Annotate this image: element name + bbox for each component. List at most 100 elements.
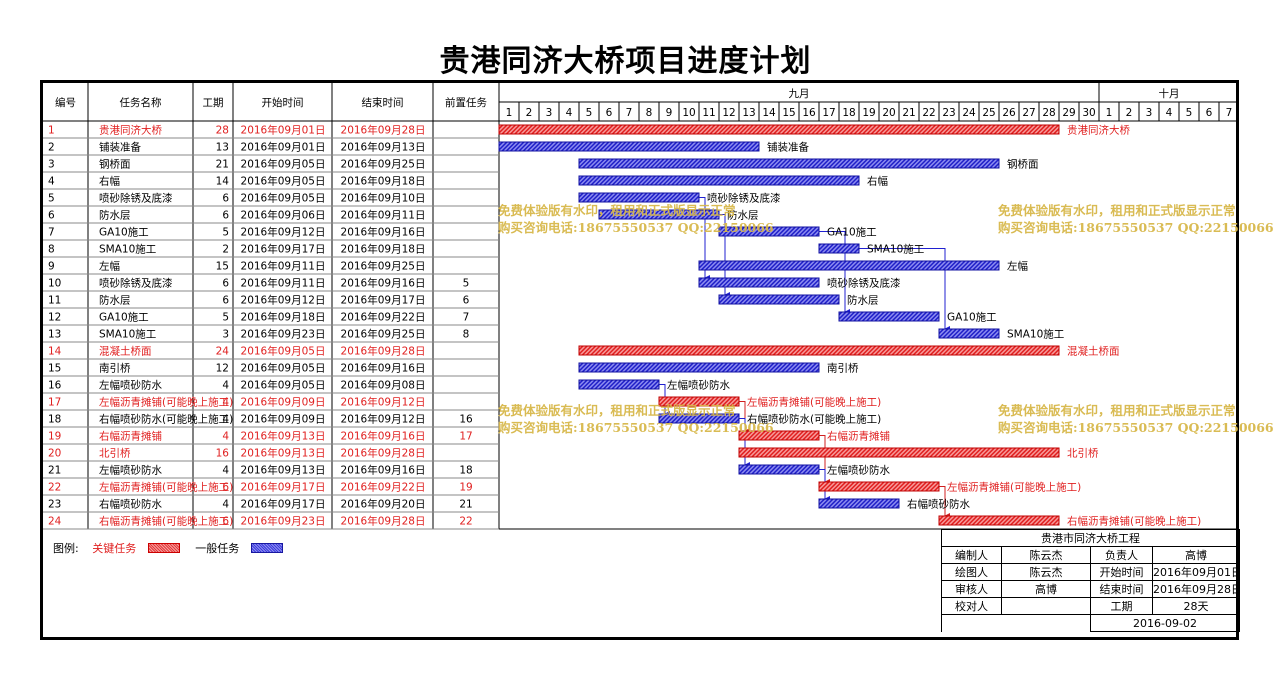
print-date: 2016-09-02: [1090, 614, 1240, 632]
day-label: 23: [942, 107, 955, 119]
gantt-bar: [938, 328, 1000, 339]
day-label: 26: [1002, 107, 1016, 119]
day-label: 9: [666, 107, 673, 119]
task-duration: 4: [222, 380, 229, 392]
watermark-line: 购买咨询电话:18675550537 QQ:22150066: [998, 220, 1274, 235]
legend-critical-label: 关键任务: [92, 542, 137, 555]
task-name: 铺装准备: [99, 141, 141, 154]
day-label: 4: [1166, 107, 1173, 119]
task-predecessor: 8: [463, 329, 470, 341]
end-label: 结束时间: [1090, 580, 1153, 598]
day-label: 13: [742, 107, 755, 119]
gantt-bar: [838, 311, 940, 322]
day-label: 1: [506, 107, 513, 119]
task-name: 左幅沥青摊铺(可能晚上施工): [99, 481, 233, 494]
task-start: 2016年09月12日: [241, 226, 326, 239]
task-predecessor: 22: [459, 516, 472, 528]
day-label: 19: [862, 107, 875, 119]
dependency-arrow: [939, 486, 950, 519]
legend: 图例: 关键任务 一般任务: [53, 540, 295, 556]
task-start: 2016年09月01日: [241, 124, 326, 137]
gantt-bar: [578, 362, 820, 373]
watermark-line: 购买咨询电话:18675550537 QQ:22150066: [998, 420, 1274, 435]
task-id: 21: [48, 465, 61, 477]
day-label: 21: [902, 107, 915, 119]
gantt-bars: 贵港同济大桥铺装准备钢桥面右幅喷砂除锈及底漆防水层GA10施工SMA10施工左幅…: [498, 124, 1201, 528]
task-duration: 6: [222, 295, 229, 307]
gantt-bar: [578, 158, 1000, 169]
task-start: 2016年09月11日: [241, 277, 326, 290]
task-start: 2016年09月09日: [241, 396, 326, 409]
task-duration: 5: [222, 227, 229, 239]
task-duration: 15: [216, 261, 229, 273]
task-duration: 21: [216, 159, 229, 171]
column-header: 前置任务: [445, 96, 487, 109]
gantt-bar: [818, 243, 860, 254]
manager-label: 负责人: [1090, 546, 1153, 564]
day-label: 14: [762, 107, 776, 119]
task-end: 2016年09月22日: [341, 311, 426, 324]
task-predecessor: 6: [463, 295, 470, 307]
bar-label: GA10施工: [827, 226, 877, 239]
editor-value: 陈云杰: [1001, 546, 1091, 564]
task-start: 2016年09月09日: [241, 413, 326, 426]
day-label: 10: [682, 107, 695, 119]
task-end: 2016年09月12日: [341, 396, 426, 409]
gantt-bar: [738, 447, 1060, 458]
info-block: 贵港市同济大桥工程 编制人 陈云杰 负责人 高博 绘图人 陈云杰 开始时间 20…: [941, 529, 1240, 632]
day-label: 17: [822, 107, 835, 119]
day-label: 5: [586, 107, 593, 119]
task-end: 2016年09月28日: [341, 345, 426, 358]
task-name: 左幅: [99, 260, 120, 273]
bar-label: SMA10施工: [1007, 328, 1064, 341]
task-duration: 6: [222, 482, 229, 494]
duration-label: 工期: [1090, 597, 1153, 615]
task-start: 2016年09月05日: [241, 345, 326, 358]
bar-label: 北引桥: [1067, 447, 1099, 460]
checker-label: 校对人: [941, 597, 1002, 615]
day-label: 24: [962, 107, 976, 119]
day-label: 6: [606, 107, 613, 119]
bar-label: 右幅: [867, 175, 888, 188]
end-value: 2016年09月28日: [1152, 580, 1240, 598]
task-id: 16: [48, 380, 62, 392]
task-id: 24: [48, 516, 62, 528]
gantt-bar: [818, 481, 940, 492]
bar-label: 左幅沥青摊铺(可能晚上施工): [947, 481, 1081, 494]
gantt-bar: [738, 464, 820, 475]
month-label: 九月: [789, 88, 810, 100]
task-id: 10: [48, 278, 61, 290]
day-label: 11: [702, 107, 715, 119]
task-id: 22: [48, 482, 61, 494]
task-end: 2016年09月12日: [341, 413, 426, 426]
task-end: 2016年09月25日: [341, 328, 426, 341]
task-start: 2016年09月11日: [241, 260, 326, 273]
legend-prefix: 图例:: [53, 542, 79, 555]
watermark-line: 购买咨询电话:18675550537 QQ:22150066: [498, 220, 774, 235]
day-label: 4: [566, 107, 573, 119]
task-end: 2016年09月17日: [341, 294, 426, 307]
day-label: 1: [1106, 107, 1113, 119]
manager-value: 高博: [1152, 546, 1240, 564]
task-duration: 6: [222, 516, 229, 528]
day-label: 5: [1186, 107, 1193, 119]
task-start: 2016年09月23日: [241, 515, 326, 528]
task-name: SMA10施工: [99, 328, 156, 341]
bar-label: 左幅喷砂防水: [827, 464, 890, 477]
task-name: 贵港同济大桥: [99, 124, 162, 137]
bar-label: 左幅: [1007, 260, 1028, 273]
day-label: 12: [722, 107, 735, 119]
task-start: 2016年09月18日: [241, 311, 326, 324]
legend-normal-label: 一般任务: [195, 542, 240, 555]
task-end: 2016年09月13日: [341, 141, 426, 154]
task-id: 8: [48, 244, 55, 256]
task-name: GA10施工: [99, 226, 149, 239]
day-label: 8: [646, 107, 653, 119]
task-name: 右幅: [99, 175, 120, 188]
legend-normal-swatch: [250, 543, 283, 553]
gantt-bar: [698, 277, 820, 288]
task-duration: 6: [222, 193, 229, 205]
task-start: 2016年09月17日: [241, 243, 326, 256]
column-header: 工期: [203, 97, 224, 109]
gantt-bar: [578, 379, 660, 390]
